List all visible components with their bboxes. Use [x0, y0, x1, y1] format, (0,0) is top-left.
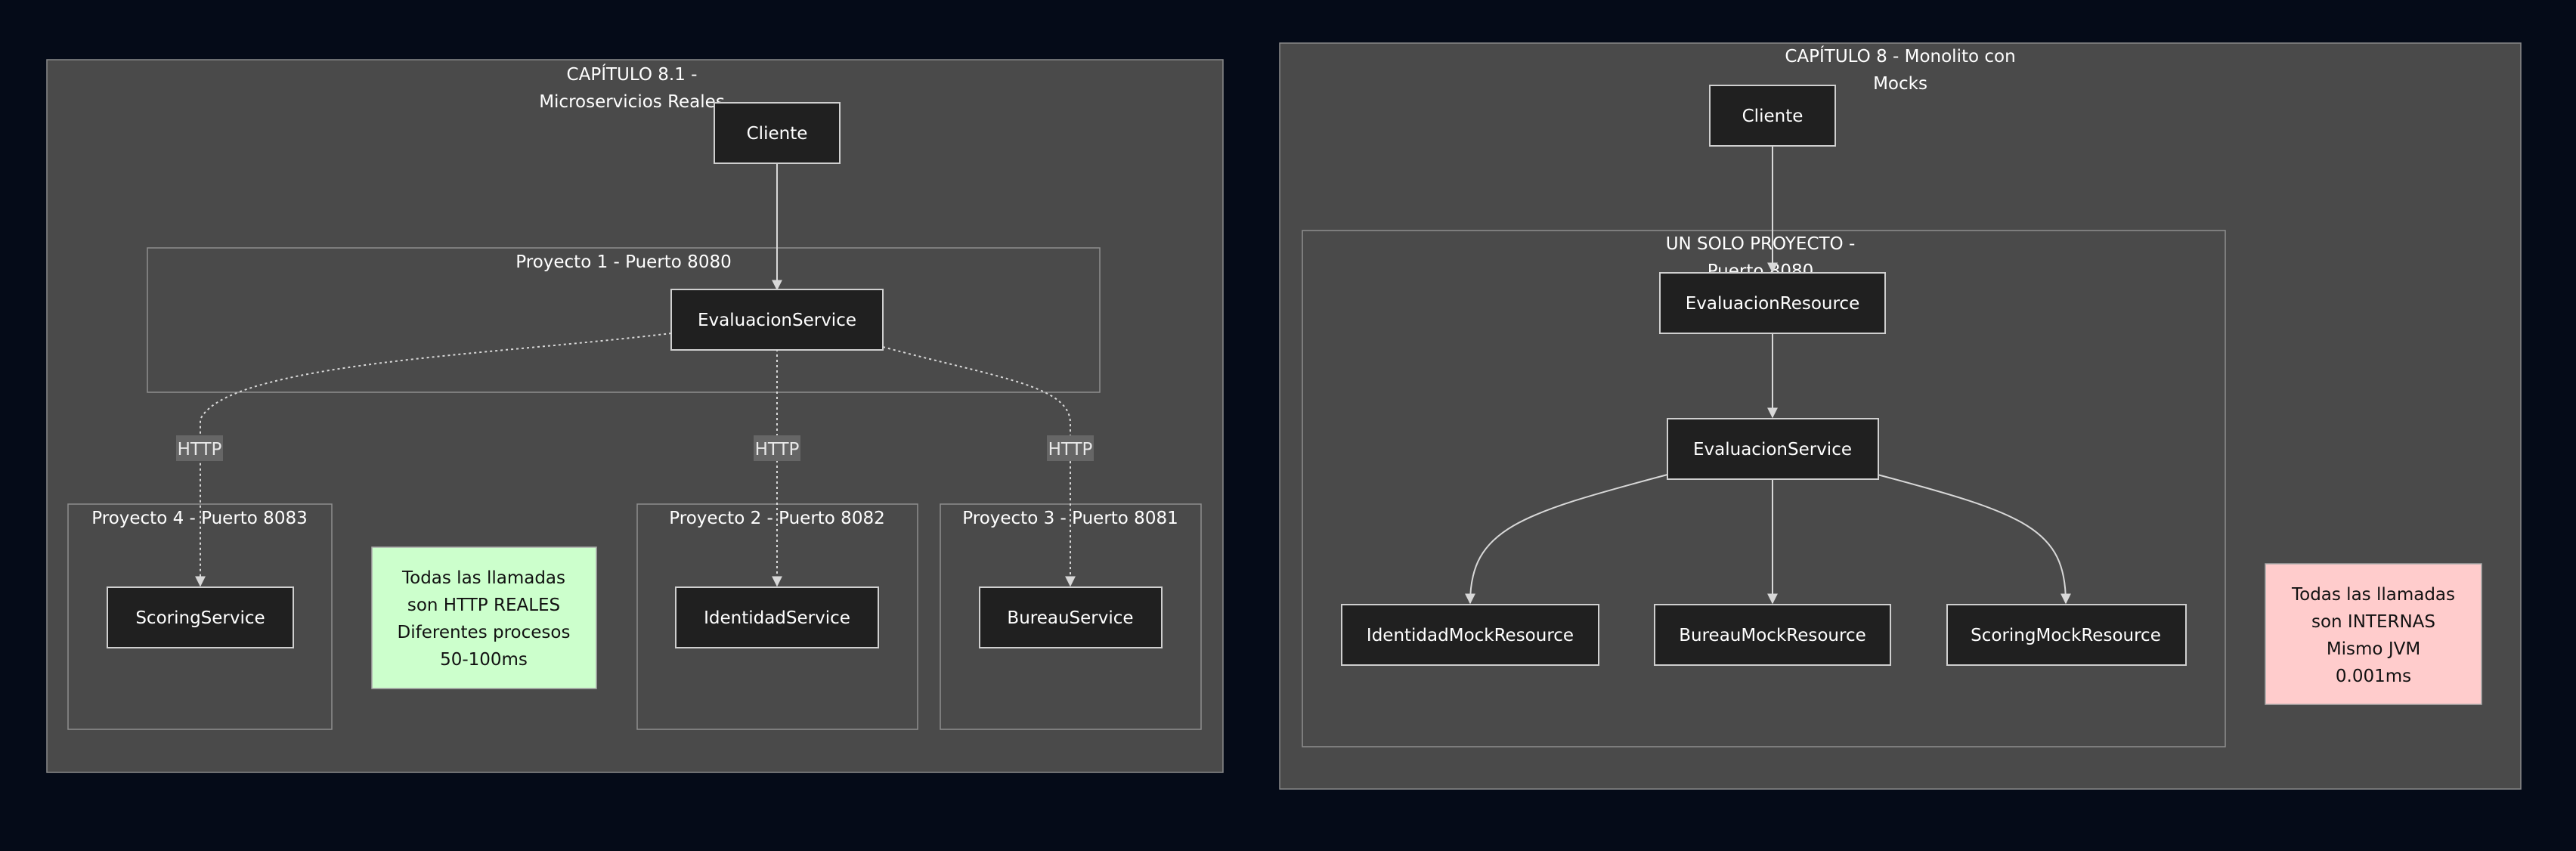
node-evaluacion-service [670, 289, 884, 351]
node-identidad-service-label: IdentidadService [704, 608, 850, 628]
node-evaluacion-resource-label: EvaluacionResource [1686, 294, 1859, 314]
microservices-title-line1: CAPÍTULO 8.1 - [567, 63, 698, 85]
node-bureau-service-label: BureauService [1007, 608, 1133, 628]
edge-evaluacion-to-bureau [882, 346, 1076, 587]
edge-label-bg-bureau [1047, 435, 1094, 461]
edge-evaluacion-to-scoring [195, 333, 672, 587]
edge-service-to-identidad-mock [1465, 474, 1668, 605]
node-identidad-mock-resource-label: IdentidadMockResource [1367, 626, 1574, 645]
edge-label-bg-identidad [754, 435, 800, 461]
note-internas-line3: Mismo JVM [2327, 639, 2420, 659]
node-cliente-label: Cliente [747, 124, 808, 144]
note-internas-line4: 0.001ms [2336, 667, 2411, 686]
monolith-title-line1: CAPÍTULO 8 - Monolito con [1785, 45, 2015, 67]
monolith-title-line2: Mocks [1873, 74, 1927, 94]
node-scoring-service [107, 586, 294, 648]
node-bureau-mock-resource [1654, 604, 1891, 666]
note-http-line3: Diferentes procesos [398, 623, 571, 642]
note-internas [2265, 563, 2482, 705]
node-scoring-mock-resource [1946, 604, 2187, 666]
note-http-line1: Todas las llamadas [401, 568, 565, 588]
node-evaluacion-service-monolito-label: EvaluacionService [1693, 440, 1852, 460]
node-identidad-service [675, 586, 879, 648]
note-http-reales [371, 546, 597, 689]
microservices-title-line2: Microservicios Reales [539, 92, 725, 112]
node-cliente-monolito [1709, 85, 1836, 147]
note-http-line2: son HTTP REALES [407, 596, 560, 615]
edge-label-bg-scoring [176, 435, 223, 461]
node-bureau-service [979, 586, 1163, 648]
edge-label-http-scoring: HTTP [178, 440, 222, 460]
node-cliente [714, 102, 841, 164]
note-internas-line1: Todas las llamadas [2291, 585, 2455, 605]
node-evaluacion-service-monolito [1667, 418, 1879, 480]
group-proyecto-1-label: Proyecto 1 - Puerto 8080 [516, 252, 731, 272]
node-identidad-mock-resource [1341, 604, 1599, 666]
edge-label-http-identidad: HTTP [755, 440, 800, 460]
group-un-solo-proyecto-line1: UN SOLO PROYECTO - [1666, 234, 1856, 254]
node-cliente-monolito-label: Cliente [1742, 107, 1804, 126]
note-internas-line2: son INTERNAS [2311, 612, 2435, 632]
group-proyecto-1 [147, 247, 1101, 393]
node-evaluacion-resource [1659, 272, 1886, 334]
edge-label-http-bureau: HTTP [1048, 440, 1093, 460]
node-scoring-mock-resource-label: ScoringMockResource [1971, 626, 2161, 645]
node-evaluacion-service-label: EvaluacionService [698, 311, 856, 330]
node-scoring-service-label: ScoringService [135, 608, 265, 628]
note-http-line4: 50-100ms [440, 650, 528, 670]
node-bureau-mock-resource-label: BureauMockResource [1679, 626, 1866, 645]
edge-service-to-scoring-mock [1877, 474, 2071, 605]
